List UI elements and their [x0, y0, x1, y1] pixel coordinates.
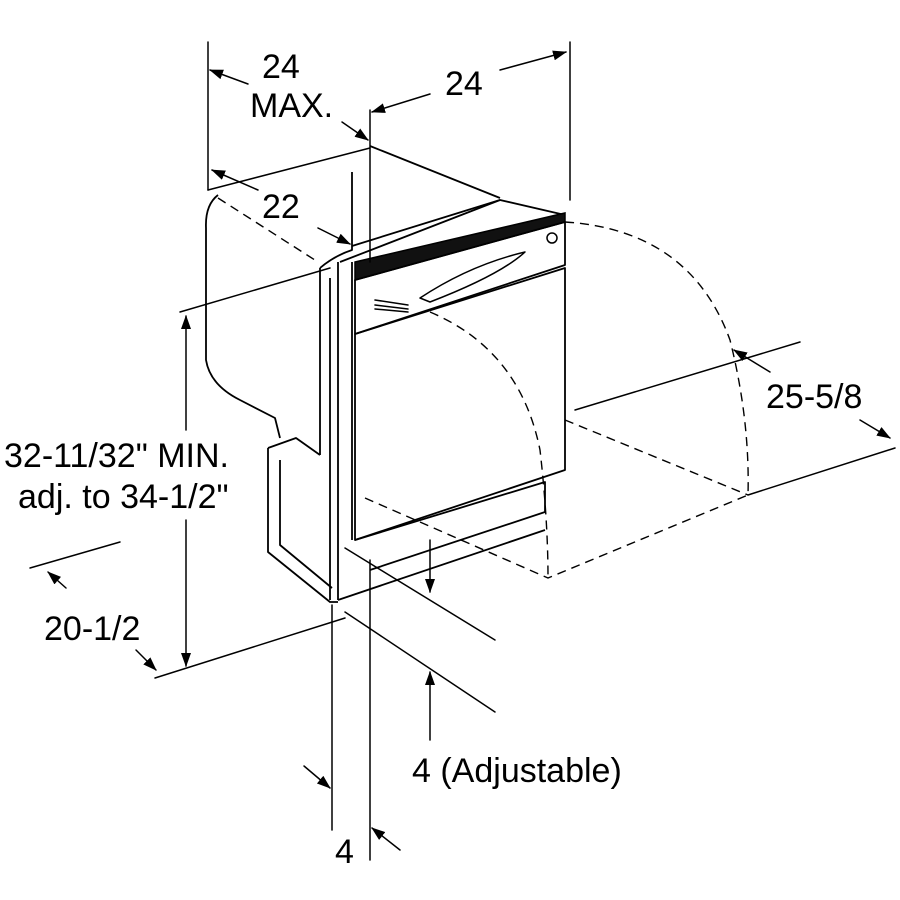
door-swing-arcs — [217, 197, 749, 579]
label-toe-kick: 4 (Adjustable) — [412, 752, 622, 790]
label-width-max-value: 24 — [262, 48, 300, 86]
label-depth-top: 24 — [445, 65, 483, 103]
label-width-max-note: MAX. — [250, 87, 333, 125]
dishwasher-body — [337, 199, 566, 601]
control-panel-strip — [354, 212, 566, 281]
label-panel-gap: 4 — [335, 833, 354, 871]
label-height-line2: adj. to 34-1/2" — [18, 478, 229, 516]
power-button-icon — [546, 232, 558, 244]
label-depth-side: 22 — [262, 188, 300, 226]
cabinet-outline — [205, 145, 501, 603]
label-door-swing: 25-5/8 — [766, 378, 862, 416]
dimension-labels: 24 MAX. 24 22 25-5/8 32-11/32" MIN. adj.… — [4, 48, 862, 871]
label-height-line1: 32-11/32" MIN. — [4, 437, 229, 475]
extension-lines — [29, 41, 896, 861]
dimension-arrows — [47, 50, 891, 851]
label-depth-bottom: 20-1/2 — [44, 610, 140, 648]
